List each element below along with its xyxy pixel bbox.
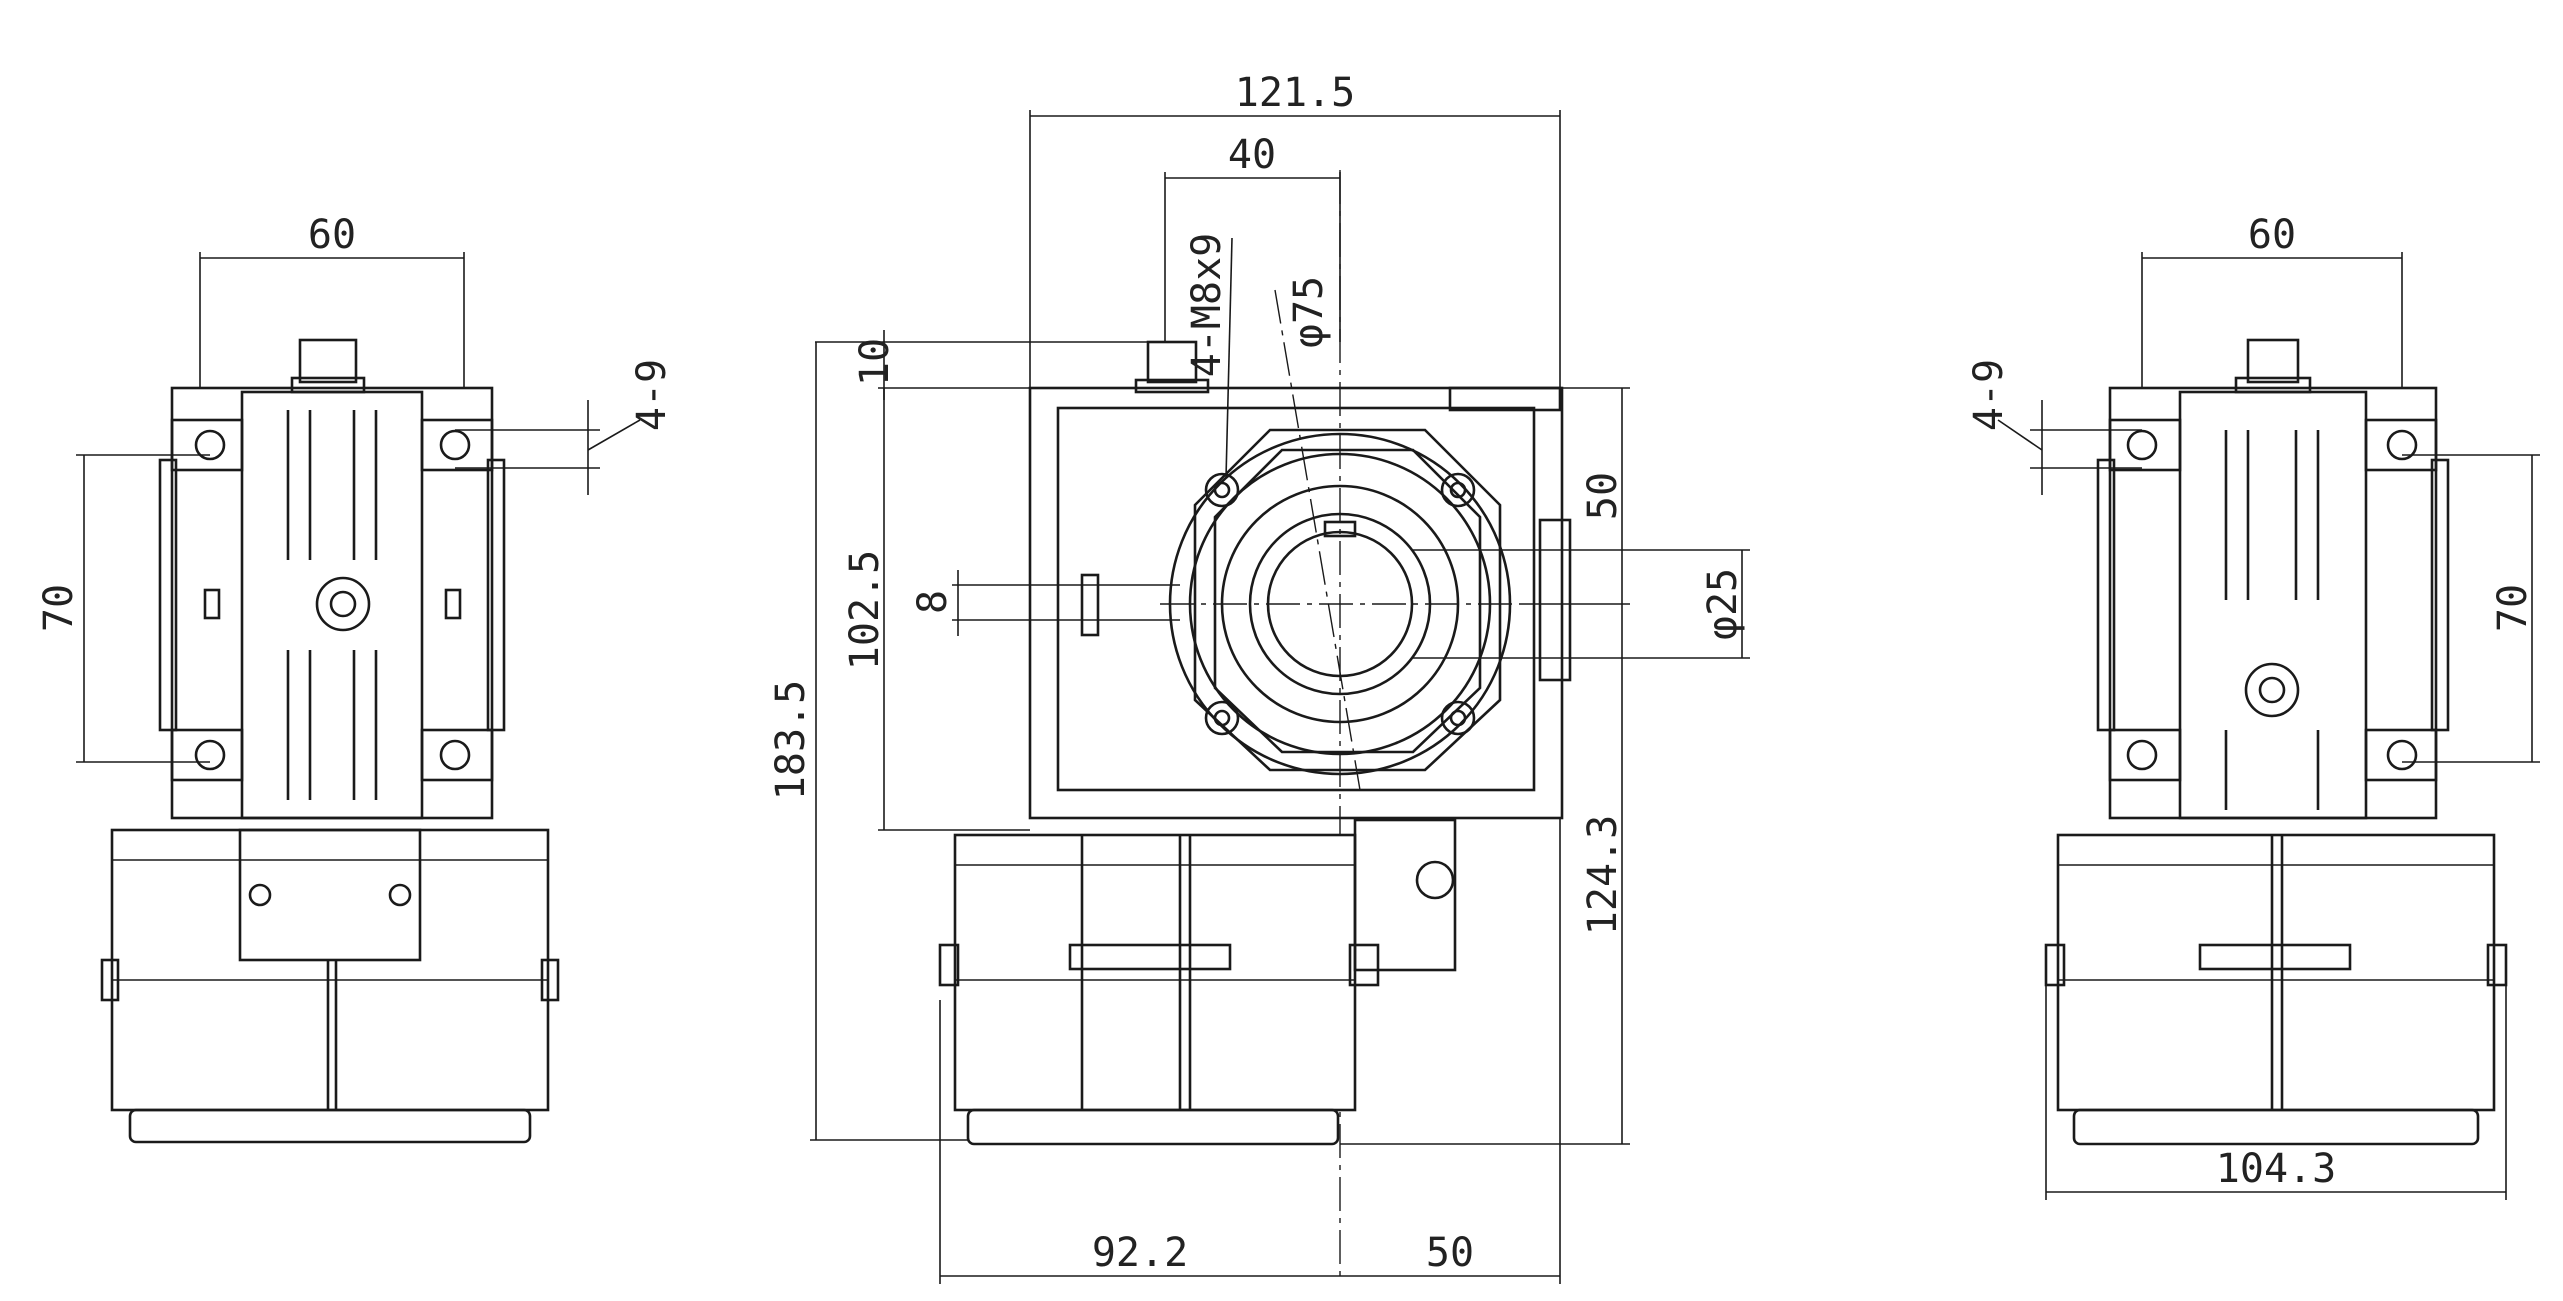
right-shaft-boss — [2244, 662, 2300, 718]
right-input-nut-base — [2234, 376, 2312, 394]
front-dim-total-width: 121.5 — [1029, 70, 1561, 388]
front-dim-92: 92.2 — [939, 1000, 1340, 1284]
front-dim-total-width-label: 121.5 — [1235, 70, 1355, 116]
front-dim-50-bottom: 50 — [1340, 818, 1561, 1284]
front-diag-center — [1274, 289, 1361, 791]
right-dim-slot-label: 4-9 — [1966, 359, 2012, 431]
right-body-flange-left — [2096, 458, 2116, 732]
left-input-nut-base — [290, 376, 366, 394]
front-dim-offset-label: 40 — [1228, 132, 1276, 178]
front-input-nut-base — [1134, 378, 1210, 394]
front-motor-tab-l — [938, 943, 960, 987]
right-dim-overall-width-label: 104.3 — [2216, 1146, 2336, 1192]
left-motor-body — [110, 828, 550, 1112]
right-motor-tab-r — [2486, 943, 2508, 987]
front-dim-offset: 40 — [1164, 132, 1341, 342]
front-thread-leader — [1225, 237, 1233, 479]
front-dim-102-label: 102.5 — [842, 550, 888, 670]
right-dim-height: 70 — [2402, 454, 2540, 763]
front-octagon-inner — [1213, 448, 1482, 754]
left-side-view: 60 70 4-9 — [36, 212, 675, 1144]
front-housing-inner — [1056, 406, 1536, 792]
right-input-nut — [2246, 338, 2300, 384]
front-dim-top10-label: 10 — [852, 338, 898, 386]
left-cooling-fins — [286, 410, 378, 800]
front-motor-tab-r — [1348, 943, 1380, 987]
left-motor-junction — [238, 828, 422, 962]
front-dim-key-label: 8 — [910, 590, 956, 614]
front-dim-key: 8 — [910, 570, 1180, 636]
right-cooling-fins — [2224, 430, 2320, 810]
front-left-window — [1080, 573, 1100, 637]
front-dim-overall-height-label: 183.5 — [768, 680, 814, 800]
front-dim-92-label: 92.2 — [1092, 1230, 1188, 1276]
left-dim-width-label: 60 — [308, 212, 356, 258]
front-view: 121.5 40 4-M8x9 φ75 10 102.5 — [768, 70, 1750, 1284]
front-dim-50-right-label: 50 — [1580, 472, 1626, 520]
left-dim-slot-label: 4-9 — [629, 359, 675, 431]
front-thread-label: 4-M8x9 — [1184, 233, 1230, 378]
left-side-window-r — [444, 588, 462, 620]
right-motor-body — [2056, 833, 2496, 1112]
left-body-flange-right — [486, 458, 506, 732]
front-dim-124: 124.3 — [1340, 604, 1630, 1145]
front-dim-bore: φ25 — [1412, 549, 1750, 659]
front-motor-junction — [1353, 818, 1457, 972]
right-motor-endcap — [2072, 1108, 2480, 1146]
front-dim-50-right: 50 — [1520, 387, 1630, 605]
front-housing-side-lug — [1538, 518, 1572, 682]
right-gearbox-body — [2108, 386, 2438, 820]
left-shaft-hole — [329, 590, 357, 618]
front-dim-124-label: 124.3 — [1580, 815, 1626, 935]
left-dim-slot: 4-9 — [455, 359, 675, 495]
right-motor-tab-l — [2044, 943, 2066, 987]
front-motor-clip — [1068, 943, 1232, 971]
left-motor-endcap — [128, 1108, 532, 1144]
front-dim-overall-height: 183.5 — [768, 342, 968, 1141]
left-side-window-l — [203, 588, 221, 620]
right-dim-width-label: 60 — [2248, 212, 2296, 258]
right-body-flange-right — [2430, 458, 2450, 732]
left-shaft-boss — [315, 576, 371, 632]
right-dim-overall-width: 104.3 — [2045, 985, 2507, 1200]
left-dim-width: 60 — [199, 212, 465, 388]
right-side-view: 60 70 4-9 104.3 — [1966, 212, 2540, 1200]
left-dim-height-label: 70 — [36, 584, 82, 632]
front-motor-endcap — [966, 1108, 1340, 1146]
left-motor-tab-l — [100, 958, 120, 1002]
right-dim-slot: 4-9 — [1966, 359, 2142, 495]
front-input-nut — [1146, 340, 1198, 384]
right-motor-clip — [2198, 943, 2352, 971]
front-dim-102: 102.5 — [842, 388, 1030, 831]
right-dim-height-label: 70 — [2490, 584, 2536, 632]
right-shaft-hole — [2258, 676, 2286, 704]
front-dim-50-bottom-label: 50 — [1426, 1230, 1474, 1276]
left-input-nut — [298, 338, 358, 384]
front-dim-top10: 10 — [815, 330, 1148, 400]
left-motor-tab-r — [540, 958, 560, 1002]
front-bolt-circle-label: φ75 — [1286, 276, 1332, 348]
right-dim-width: 60 — [2141, 212, 2403, 388]
front-gearbox-housing — [1028, 386, 1564, 820]
front-motor-body — [953, 833, 1357, 1112]
left-body-flange-left — [158, 458, 178, 732]
left-dim-height: 70 — [36, 454, 210, 763]
front-dim-bore-label: φ25 — [1700, 568, 1746, 640]
front-housing-top-step — [1448, 386, 1562, 412]
